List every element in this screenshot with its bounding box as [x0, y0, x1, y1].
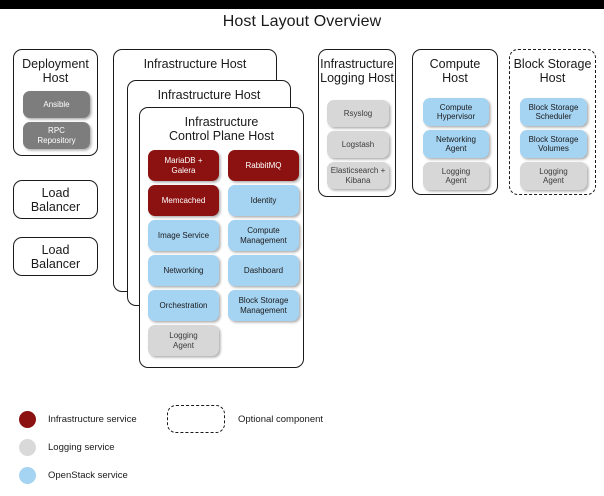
host-infrastructure-logging: Infrastructure Logging Host Rsyslog Logs… — [318, 49, 396, 197]
service-logging-agent-block-storage: Logging Agent — [520, 162, 587, 190]
host-block-storage: Block Storage Host Block Storage Schedul… — [509, 49, 596, 195]
host-block-storage-title: Block Storage Host — [513, 57, 592, 85]
host-compute-title: Compute Host — [429, 57, 481, 85]
service-networking: Networking — [148, 255, 219, 286]
service-logstash: Logstash — [327, 131, 389, 158]
host-infrastructure-logging-title: Infrastructure Logging Host — [320, 57, 394, 85]
service-dashboard: Dashboard — [228, 255, 299, 286]
host-infrastructure-control-plane-title: Infrastructure Control Plane Host — [169, 115, 274, 143]
legend-label-openstack-service: OpenStack service — [48, 470, 128, 481]
service-logging-agent-compute: Logging Agent — [423, 162, 489, 190]
service-networking-agent: Networking Agent — [423, 130, 489, 158]
host-infrastructure-control-plane: Infrastructure Control Plane Host MariaD… — [139, 107, 304, 368]
page-title: Host Layout Overview — [222, 13, 382, 30]
service-memcached: Memcached — [148, 185, 219, 216]
legend-label-infrastructure-service: Infrastructure service — [48, 414, 137, 425]
top-black-band — [0, 0, 604, 9]
legend-dot-infrastructure-service — [19, 411, 36, 428]
service-rpc-repository: RPC Repository — [23, 122, 90, 149]
host-deployment-title: Deployment Host — [22, 57, 89, 85]
service-mariadb-galera: MariaDB + Galera — [148, 150, 219, 181]
service-rsyslog: Rsyslog — [327, 100, 389, 127]
service-identity: Identity — [228, 185, 299, 216]
host-load-balancer-2: Load Balancer — [13, 237, 98, 276]
service-orchestration: Orchestration — [148, 290, 219, 321]
service-compute-hypervisor: Compute Hypervisor — [423, 98, 489, 126]
legend-dot-logging-service — [19, 439, 36, 456]
service-block-storage-scheduler: Block Storage Scheduler — [520, 98, 587, 126]
host-infrastructure-outer-title: Infrastructure Host — [143, 57, 247, 71]
host-compute: Compute Host Compute Hypervisor Networki… — [412, 49, 498, 195]
legend-optional-component-box — [167, 405, 225, 433]
service-block-storage-management: Block Storage Management — [228, 290, 299, 321]
legend-label-logging-service: Logging service — [48, 442, 115, 453]
host-load-balancer-1-title: Load Balancer — [30, 186, 81, 214]
service-block-storage-volumes: Block Storage Volumes — [520, 130, 587, 158]
legend-dot-openstack-service — [19, 467, 36, 484]
host-infrastructure-middle-title: Infrastructure Host — [157, 88, 261, 102]
host-deployment: Deployment Host Ansible RPC Repository — [13, 49, 98, 156]
host-load-balancer-1: Load Balancer — [13, 180, 98, 219]
service-rabbitmq: RabbitMQ — [228, 150, 299, 181]
service-image-service: Image Service — [148, 220, 219, 251]
service-ansible: Ansible — [23, 91, 90, 118]
legend-label-optional-component: Optional component — [238, 414, 324, 425]
service-logging-agent-control-plane: Logging Agent — [148, 325, 219, 356]
service-elasticsearch-kibana: Elasticsearch + Kibana — [327, 162, 389, 189]
service-compute-management: Compute Management — [228, 220, 299, 251]
host-load-balancer-2-title: Load Balancer — [30, 243, 81, 271]
